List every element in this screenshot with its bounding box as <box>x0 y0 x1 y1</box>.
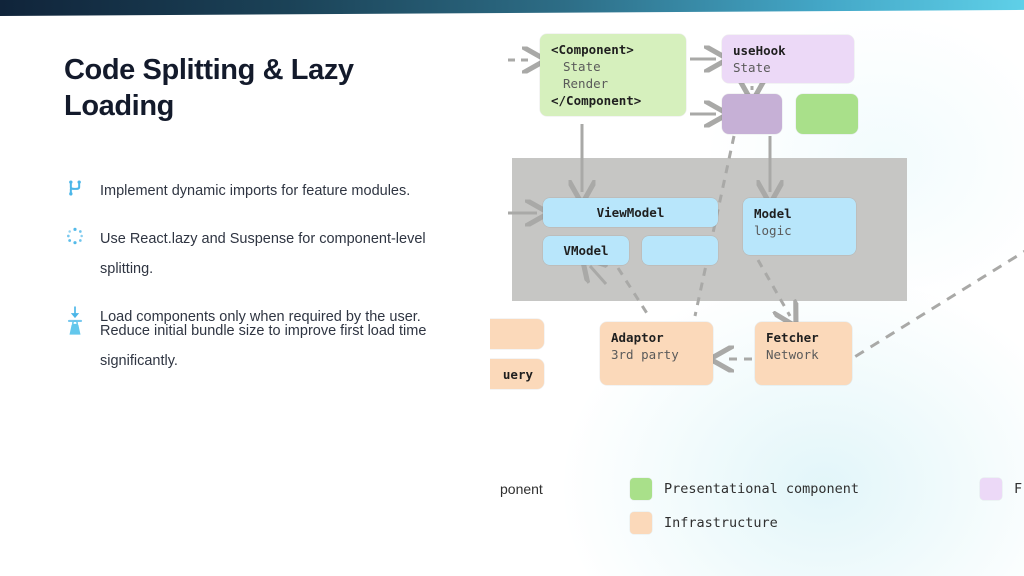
bullet-list: Implement dynamic imports for feature mo… <box>64 176 484 376</box>
node-query-label: uery <box>502 366 533 382</box>
node-component-line2: State <box>563 59 601 74</box>
left-content-column: Code Splitting & Lazy Loading Implement … <box>64 52 484 394</box>
architecture-diagram: <Component> State Render </Component> us… <box>490 16 1024 476</box>
page-title: Code Splitting & Lazy Loading <box>64 54 354 122</box>
list-item: Implement dynamic imports for feature mo… <box>64 176 484 206</box>
list-item: Load components only when required by th… <box>64 302 484 332</box>
node-purple-blank <box>722 94 782 134</box>
node-viewmodel: ViewModel <box>543 198 718 227</box>
node-model: Model logic <box>743 198 856 255</box>
node-orange-cutoff-query: uery <box>490 359 544 389</box>
legend-label-cutoff: ponent <box>500 481 543 497</box>
node-fetcher-title: Fetcher <box>766 330 819 345</box>
node-usehook-subtitle: State <box>733 60 771 75</box>
top-gradient-banner <box>0 0 1024 16</box>
branch-icon <box>64 177 86 199</box>
node-component-line4: </Component> <box>551 93 642 108</box>
node-component-title: <Component> <box>551 42 634 57</box>
node-component-line3: Render <box>563 76 609 91</box>
node-usehook: useHook State <box>722 35 854 83</box>
list-item-label: Reduce initial bundle size to improve fi… <box>100 323 427 369</box>
node-adaptor-title: Adaptor <box>611 330 664 345</box>
node-model-title: Model <box>754 206 792 221</box>
legend-label-infrastructure: Infrastructure <box>664 515 778 531</box>
spinner-icon <box>64 225 86 247</box>
list-item: Reduce initial bundle size to improve fi… <box>64 316 484 376</box>
legend-item-cutoff: ponent <box>500 481 543 497</box>
node-green-blank <box>796 94 858 134</box>
node-viewmodel-title: ViewModel <box>596 205 665 220</box>
weight-icon <box>64 317 86 339</box>
list-item-label: Use React.lazy and Suspense for componen… <box>100 231 426 277</box>
legend-label-cutoff-right: F <box>1014 481 1023 497</box>
node-orange-cutoff-upper <box>490 319 544 349</box>
node-blue-blank <box>642 236 718 265</box>
node-usehook-title: useHook <box>733 43 786 58</box>
node-fetcher-subtitle: Network <box>766 347 819 362</box>
legend-swatch-orange <box>630 512 652 534</box>
legend-item-cutoff-right: F <box>980 478 1022 500</box>
node-component: <Component> State Render </Component> <box>540 34 686 116</box>
node-model-subtitle: logic <box>754 223 792 238</box>
legend-swatch-purple <box>980 478 1002 500</box>
legend-item-infrastructure: Infrastructure <box>630 512 778 534</box>
list-item-label: Load components only when required by th… <box>100 309 421 325</box>
node-fetcher: Fetcher Network <box>755 322 852 385</box>
legend-label-presentational: Presentational component <box>664 481 860 497</box>
list-item: Use React.lazy and Suspense for componen… <box>64 224 484 284</box>
node-adaptor-subtitle: 3rd party <box>611 347 679 362</box>
node-vmodel-title: VModel <box>563 243 609 258</box>
diagram-legend: ponent Presentational component Infrastr… <box>490 472 1024 542</box>
list-item-label: Implement dynamic imports for feature mo… <box>100 183 411 199</box>
legend-item-presentational: Presentational component <box>630 478 859 500</box>
node-vmodel: VModel <box>543 236 629 265</box>
node-adaptor: Adaptor 3rd party <box>600 322 713 385</box>
legend-swatch-green <box>630 478 652 500</box>
